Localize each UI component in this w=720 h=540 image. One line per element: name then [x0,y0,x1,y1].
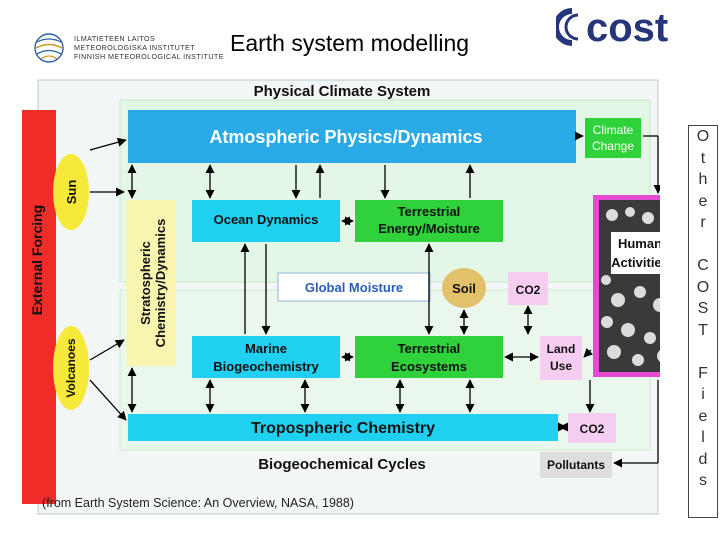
land-use-label-2: Use [550,359,572,373]
human-activities-photo [599,200,660,372]
cost-logo: cost [556,6,668,48]
terrestrial-energy-label-2: Energy/Moisture [378,221,480,236]
tropospheric-box [128,414,558,441]
stratospheric-label-1: Stratospheric [138,241,153,325]
pollutants-box [540,452,612,478]
side-text-letter: e [698,407,708,425]
side-text-letter: F [698,364,708,382]
fmi-line-3: FINNISH METEOROLOGICAL INSTITUTE [74,52,224,62]
side-text-space [689,341,717,363]
sun-label: Sun [64,180,79,205]
climate-change-label-1: Climate [593,123,634,137]
side-text-letter: d [698,450,708,468]
page-title: Earth system modelling [230,30,470,56]
arrows [89,131,660,468]
fmi-globe-logo [34,33,64,63]
side-text-letter: e [698,192,708,210]
fmi-line-2: METEOROLOGISKA INSTITUTET [74,43,196,53]
soil-ellipse [442,268,486,308]
climate-change-label-2: Change [592,139,634,153]
side-text-letter: h [698,171,708,188]
human-activities-label-1: Human [618,236,660,251]
co2-bottom-box [568,413,616,443]
tropospheric-label: Tropospheric Chemistry [251,420,435,437]
side-text-letter: S [697,300,709,317]
fmi-line-1: ILMATIETEEN LAITOS [74,34,156,43]
physical-climate-system-label: Physical Climate System [254,83,431,100]
side-text-letter: C [697,257,709,274]
terrestrial-energy-label-1: Terrestrial [398,204,461,219]
side-text-letter: i [701,386,705,403]
terrestrial-energy-box [355,200,503,242]
terrestrial-ecosystems-box [355,336,503,378]
side-text-letter: s [699,472,707,489]
terrestrial-ecosystems-label-1: Terrestrial [398,341,461,356]
global-moisture-label: Global Moisture [305,280,403,295]
fmi-institute-name: ILMATIETEEN LAITOS METEOROLOGISKA INSTIT… [74,34,224,62]
side-text-space [689,234,717,256]
stratospheric-label-2: Chemistry/Dynamics [153,219,168,348]
marine-label-1: Marine [245,341,287,356]
side-text-letter: O [696,278,710,296]
sun-ellipse [53,154,89,230]
side-text-letter: T [698,321,708,339]
atmospheric-physics-label: Atmospheric Physics/Dynamics [209,127,482,147]
volcanoes-label: Volcanoes [64,338,78,397]
pollutants-label: Pollutants [547,458,605,472]
side-text-letter: O [696,128,710,145]
source-citation: (from Earth System Science: An Overview,… [42,496,354,510]
atmospheric-physics-box [128,110,576,163]
co2-top-label: CO2 [516,283,541,297]
co2-bottom-label: CO2 [580,422,605,436]
side-text-letter: t [700,149,706,167]
external-forcing-bar [22,110,56,504]
co2-top-box [508,272,548,305]
soil-label: Soil [452,281,476,296]
marine-label-2: Biogeochemistry [213,359,319,374]
biogeochemical-cycles-label: Biogeochemical Cycles [258,456,426,473]
ocean-dynamics-box [192,200,340,242]
earth-system-diagram: Physical Climate System Atmospheric Phys… [22,79,660,515]
human-activities-label-2: Activities [611,255,660,270]
land-use-label-1: Land [547,342,576,356]
external-forcing-label: External Forcing [29,205,45,315]
terrestrial-ecosystems-label-2: Ecosystems [391,359,467,374]
ocean-dynamics-label: Ocean Dynamics [214,212,319,227]
land-use-box [540,336,582,380]
marine-box [192,336,340,378]
volcanoes-ellipse [53,326,89,410]
side-text-letter: r [700,214,706,231]
side-text-letter: l [701,429,705,446]
climate-change-box [585,118,641,158]
stratospheric-box [126,200,176,366]
cost-logo-text: cost [586,6,668,48]
